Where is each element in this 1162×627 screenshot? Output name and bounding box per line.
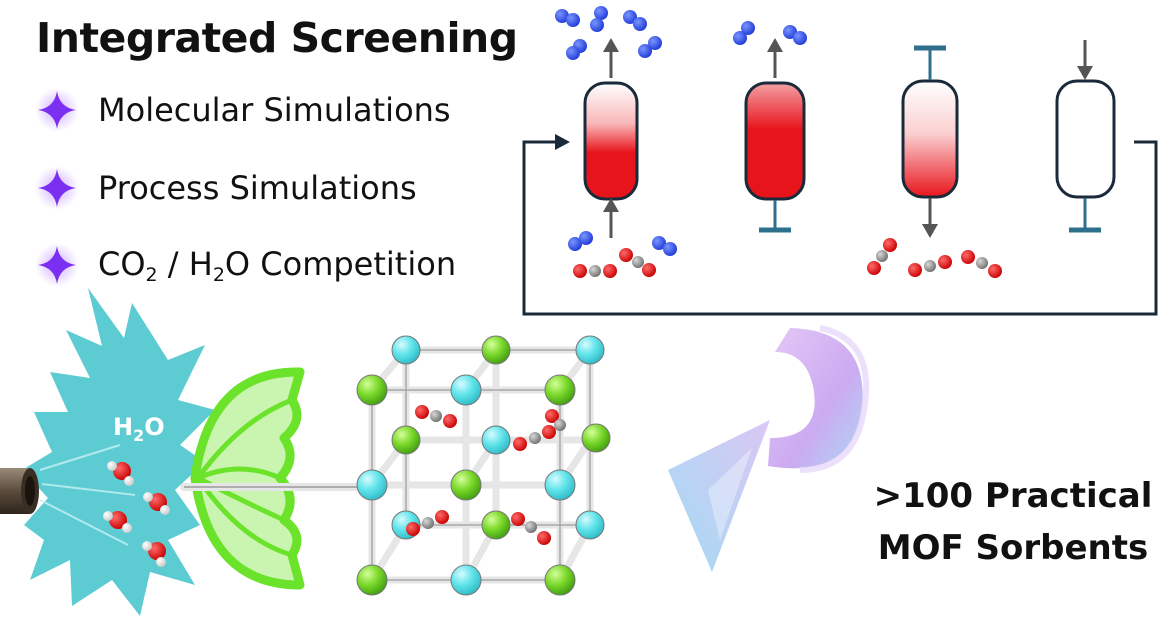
column-desorption [901, 45, 959, 238]
water-molecules [103, 461, 170, 567]
result-line-2: MOF Sorbents [877, 528, 1149, 568]
umbrella-icon [180, 367, 384, 590]
column-adsorption [583, 38, 639, 238]
column-regenerated [1055, 40, 1116, 233]
sparkle-icon [34, 165, 80, 211]
arrow-up-icon [767, 38, 783, 52]
result-label: >100 Practical MOF Sorbents [868, 470, 1158, 574]
feed-molecules [568, 231, 677, 278]
arrow-up-icon [603, 198, 619, 212]
arrow-down-icon [922, 224, 938, 238]
bullet-molecular-simulations: Molecular Simulations [34, 85, 451, 135]
bullet-label: Molecular Simulations [98, 91, 451, 129]
result-line-1: >100 Practical [873, 476, 1153, 516]
column-saturated [744, 38, 806, 233]
process-loop [522, 134, 1158, 316]
arrow-down-icon [1077, 66, 1093, 80]
recycle-arrow-icon [668, 325, 870, 572]
sparkle-icon [34, 87, 80, 133]
n2-molecules-col2 [733, 21, 807, 45]
water-label: H2O [113, 413, 165, 445]
bullet-co2-h2o-competition: CO2 / H2O Competition [34, 240, 456, 290]
water-splash: H2O [22, 288, 215, 616]
page-title: Integrated Screening [36, 14, 518, 62]
mof-framework [356, 335, 611, 596]
bullet-label: CO2 / H2O Competition [98, 244, 457, 286]
n2-molecules-out [555, 6, 662, 60]
pipe-icon [0, 468, 39, 514]
co2-molecules-released [867, 238, 1002, 278]
sparkle-icon [34, 242, 80, 288]
bullet-label: Process Simulations [98, 169, 417, 207]
co2-guests [406, 405, 566, 545]
arrow-up-icon [603, 38, 619, 52]
bullet-process-simulations: Process Simulations [34, 163, 417, 213]
